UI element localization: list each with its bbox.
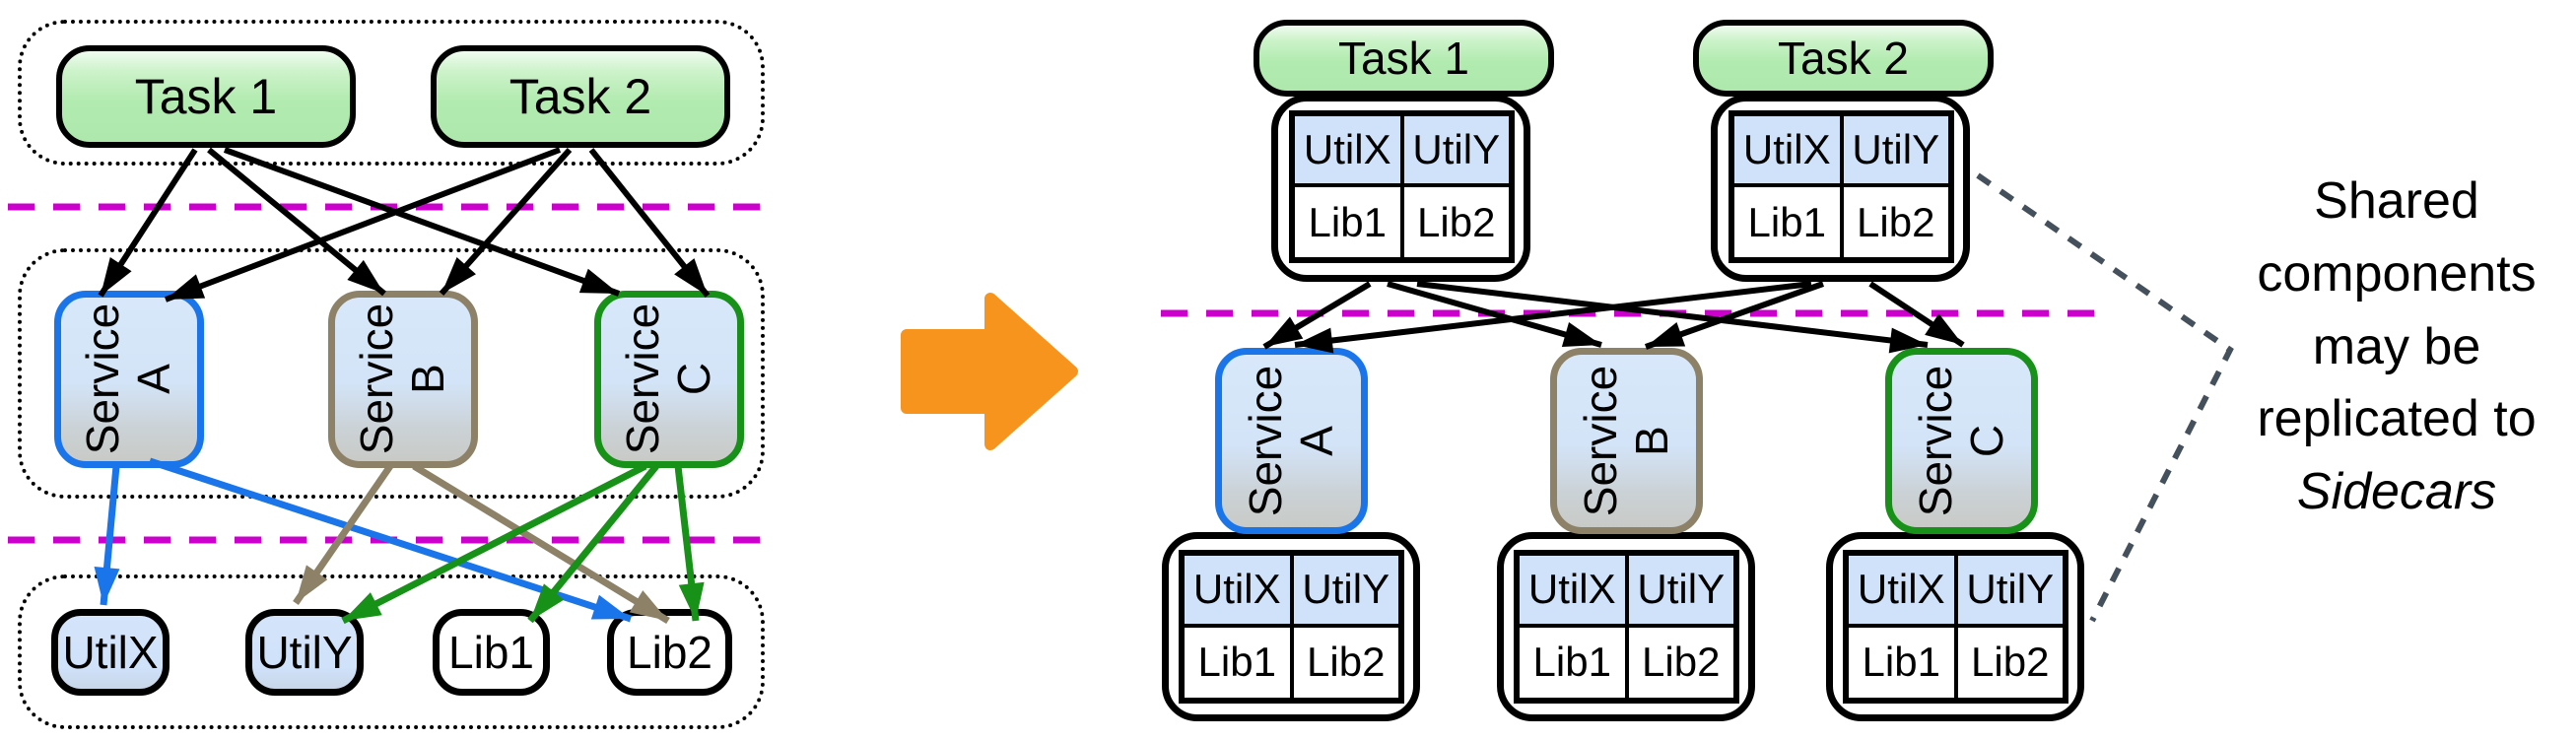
right-task1-box: Task 1 (1254, 20, 1554, 97)
table-cell-lib1: Lib1 (1518, 625, 1627, 700)
table-cell-utily: UtilY (1841, 114, 1950, 186)
table-cell-lib1: Lib1 (1183, 625, 1292, 700)
left-lib2-box: Lib2 (607, 609, 732, 696)
right-service-a-box: Service A (1215, 348, 1368, 534)
left-service-b-label: Service B (351, 303, 454, 455)
right-service-c-label: Service C (1909, 365, 2012, 517)
table-cell-lib2: Lib2 (1291, 625, 1400, 700)
edge-right-task2-service-c (1868, 281, 1965, 348)
right-task2-sidecar-table: UtilX UtilY Lib1 Lib2 (1729, 110, 1954, 263)
right-service-b-box: Service B (1550, 348, 1703, 534)
annotation-line: components (2257, 244, 2537, 303)
left-service-a-label: Service A (77, 303, 180, 455)
edge-right-task1-service-c (1416, 281, 1929, 348)
edge-right-task2-service-a (1294, 281, 1812, 348)
table-cell-lib1: Lib1 (1732, 185, 1842, 259)
arrowhead (1925, 313, 1963, 345)
left-utily-box: UtilY (245, 609, 364, 696)
left-lib1-label: Lib1 (448, 627, 534, 678)
sidecar-annotation-text: Shared components may be replicated to S… (2217, 166, 2576, 529)
table-cell-utily: UtilY (1401, 114, 1511, 186)
annotation-line: replicated to (2257, 390, 2537, 448)
arrowhead (1646, 322, 1686, 347)
right-service-b-sidecar-table: UtilX UtilY Lib1 Lib2 (1514, 550, 1739, 704)
table-cell-lib2: Lib2 (1401, 185, 1511, 259)
edge-right-task1-service-b (1387, 281, 1602, 348)
right-task1-sidecar-table: UtilX UtilY Lib1 Lib2 (1289, 110, 1515, 263)
left-lib1-box: Lib1 (433, 609, 550, 696)
right-task2-box: Task 2 (1693, 20, 1994, 97)
table-cell-lib2: Lib2 (1955, 625, 2065, 700)
right-service-a-sidecar-table: UtilX UtilY Lib1 Lib2 (1179, 550, 1404, 704)
right-service-b-label: Service B (1574, 365, 1677, 517)
table-cell-lib1: Lib1 (1847, 625, 1956, 700)
left-service-a-box: Service A (54, 291, 204, 468)
table-cell-utilx: UtilX (1518, 554, 1627, 626)
left-task1-label: Task 1 (134, 69, 278, 124)
table-cell-lib2: Lib2 (1841, 185, 1950, 259)
left-service-c-box: Service C (594, 291, 744, 468)
annotation-line: Shared (2314, 172, 2479, 230)
right-service-a-label: Service A (1239, 365, 1342, 517)
table-cell-utilx: UtilX (1293, 114, 1402, 186)
arrowhead (1561, 322, 1601, 348)
left-utily-label: UtilY (256, 627, 353, 678)
right-task1-label: Task 1 (1338, 33, 1469, 84)
right-task2-label: Task 2 (1778, 33, 1909, 84)
left-utilx-label: UtilX (62, 627, 159, 678)
table-cell-utily: UtilY (1955, 554, 2065, 626)
left-service-c-label: Service C (617, 303, 720, 455)
annotation-line: may be (2312, 317, 2481, 375)
left-utilx-box: UtilX (51, 609, 169, 696)
right-service-c-sidecar-table: UtilX UtilY Lib1 Lib2 (1843, 550, 2068, 704)
left-lib2-label: Lib2 (627, 627, 712, 678)
annotation-line-sidecars: Sidecars (2296, 463, 2497, 521)
table-cell-utilx: UtilX (1183, 554, 1292, 626)
table-cell-lib2: Lib2 (1626, 625, 1735, 700)
arrowhead (1264, 316, 1304, 347)
table-cell-utilx: UtilX (1847, 554, 1956, 626)
table-cell-lib1: Lib1 (1293, 185, 1402, 259)
left-task1-box: Task 1 (56, 45, 356, 148)
edge-right-task1-service-a (1262, 281, 1372, 350)
right-service-c-box: Service C (1885, 348, 2038, 534)
table-cell-utily: UtilY (1626, 554, 1735, 626)
transform-arrow-outline (901, 293, 1078, 450)
table-cell-utily: UtilY (1291, 554, 1400, 626)
table-cell-utilx: UtilX (1732, 114, 1842, 186)
transform-arrow-icon (907, 299, 1072, 444)
edge-right-task2-service-b (1644, 281, 1825, 350)
left-service-b-box: Service B (328, 291, 478, 468)
left-task2-box: Task 2 (431, 45, 730, 148)
left-task2-label: Task 2 (508, 69, 652, 124)
